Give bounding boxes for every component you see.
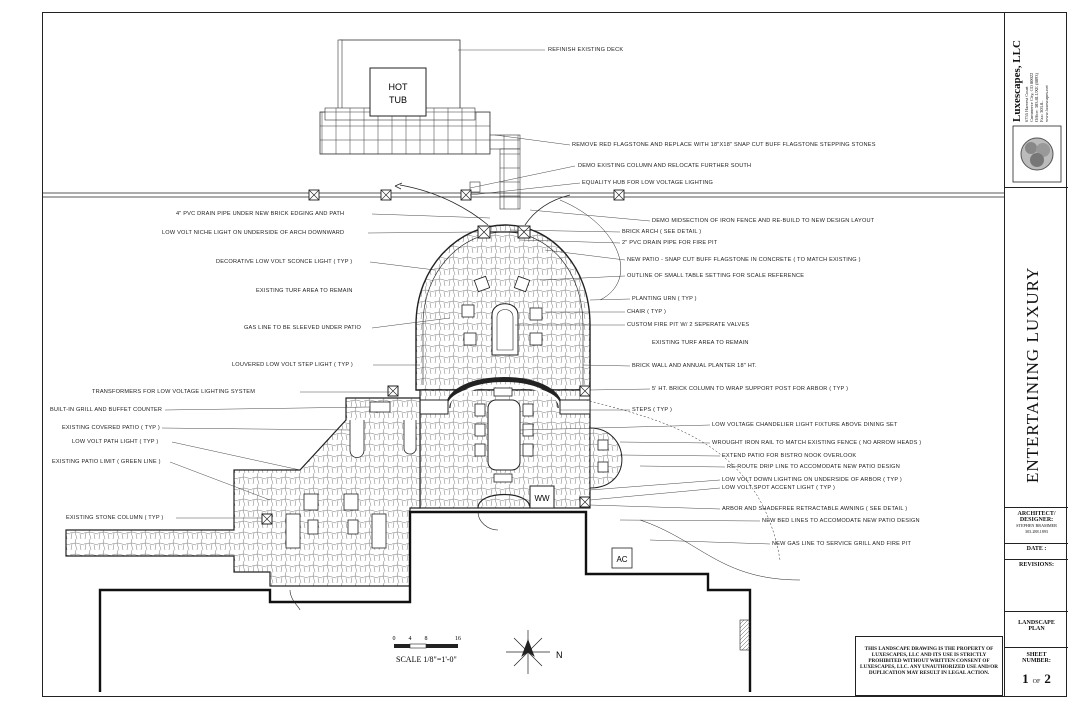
note-chair: CHAIR ( TYP )	[627, 309, 667, 315]
note-wrought-iron: WROUGHT IRON RAIL TO MATCH EXISTING FENC…	[712, 440, 922, 446]
architect-phone: 303.288.1893	[1024, 529, 1049, 534]
dome-patio	[415, 224, 591, 391]
date-label: DATE :	[1026, 546, 1047, 552]
note-stepping-stones: REMOVE RED FLAGSTONE AND REPLACE WITH 18…	[572, 142, 876, 148]
company-website: www.luxescapes.net	[1044, 85, 1049, 122]
note-grill: BUILT-IN GRILL AND BUFFET COUNTER	[50, 407, 163, 413]
hot-tub: HOT TUB	[369, 67, 427, 117]
scale-tick-0: 0	[393, 636, 396, 642]
note-equality-hub: EQUALITY HUB FOR LOW VOLTAGE LIGHTING	[582, 180, 714, 186]
note-gas-line: NEW GAS LINE TO SERVICE GRILL AND FIRE P…	[772, 541, 912, 547]
revisions-label: REVISIONS:	[1018, 562, 1054, 568]
disclaimer-text: THIS LANDSCAPE DRAWING IS THE PROPERTY O…	[859, 646, 999, 676]
note-chandelier: LOW VOLTAGE CHANDELIER LIGHT FIXTURE ABO…	[712, 422, 898, 428]
architect-label: ARCHITECT/ DESIGNER:	[1017, 511, 1056, 523]
note-spot-accent: LOW VOLT SPOT ACCENT LIGHT ( TYP )	[722, 485, 836, 491]
note-turf-right: EXISTING TURF AREA TO REMAIN	[652, 340, 749, 346]
note-patio-limit: EXISTING PATIO LIMIT ( GREEN LINE )	[52, 459, 161, 465]
note-brick-column: 5' HT. BRICK COLUMN TO WRAP SUPPORT POST…	[652, 386, 849, 392]
note-bed-lines: NEW BED LINES TO ACCOMODATE NEW PATIO DE…	[762, 518, 920, 524]
drain-pipe-line	[399, 184, 489, 226]
note-down-lighting: LOW VOLT DOWN LIGHTING ON UNDERSIDE OF A…	[722, 477, 902, 483]
note-gas-line-sleeved: GAS LINE TO BE SLEEVED UNDER PATIO	[244, 325, 362, 331]
note-drip-line: RE-ROUTE DRIP LINE TO ACCOMODATE NEW PAT…	[727, 464, 900, 470]
note-new-patio: NEW PATIO - SNAP CUT BUFF FLAGSTONE IN C…	[627, 257, 861, 263]
drawing-sheet	[42, 12, 1067, 697]
note-refinish-deck: REFINISH EXISTING DECK	[548, 47, 624, 53]
sheet-title-block: LANDSCAPE PLAN	[1005, 612, 1068, 648]
iron-fence	[42, 189, 1004, 201]
leader-lines-right	[458, 49, 771, 545]
ac-label: AC	[616, 555, 627, 564]
note-path-light: LOW VOLT PATH LIGHT ( TYP )	[72, 439, 159, 445]
note-table-outline: OUTLINE OF SMALL TABLE SETTING FOR SCALE…	[627, 273, 805, 279]
leader-lines-left	[161, 213, 491, 519]
architect-block: ARCHITECT/ DESIGNER: STEPHEN BRAMMER 303…	[1005, 508, 1068, 544]
note-demo-column: DEMO EXISTING COLUMN AND RELOCATE FURTHE…	[578, 163, 752, 169]
hot-tub-label-2: TUB	[389, 95, 407, 105]
note-stone-column: EXISTING STONE COLUMN ( TYP )	[66, 515, 164, 521]
sheet-number-label: SHEET NUMBER:	[1022, 652, 1051, 664]
scale-label: SCALE 1/8"=1'-0"	[396, 655, 457, 664]
stepping-stones	[469, 134, 521, 210]
north-arrow	[506, 630, 550, 674]
note-step-light: LOUVERED LOW VOLT STEP LIGHT ( TYP )	[232, 362, 353, 368]
note-fire-pit: CUSTOM FIRE PIT W/ 2 SEPERATE VALVES	[627, 322, 750, 328]
north-label: N	[556, 650, 563, 660]
note-drain-pipe-fire-pit: 2" PVC DRAIN PIPE FOR FIRE PIT	[622, 240, 718, 246]
revisions-block: REVISIONS:	[1005, 560, 1068, 612]
note-brick-arch: BRICK ARCH ( SEE DETAIL )	[622, 229, 702, 235]
note-demo-fence: DEMO MIDSECTION OF IRON FENCE AND RE-BUI…	[652, 218, 875, 224]
note-bistro-nook: EXTEND PATIO FOR BISTRO NOOK OVERLOOK	[722, 453, 857, 459]
scale-tick-8: 8	[425, 636, 428, 642]
note-steps: STEPS ( TYP )	[632, 407, 673, 413]
note-planting-urn: PLANTING URN ( TYP )	[632, 296, 697, 302]
scale-tick-4: 4	[409, 636, 412, 642]
project-title: ENTERTAINING LUXURY	[1023, 266, 1042, 483]
hot-tub-label-1: HOT	[389, 82, 409, 92]
sheet-number: 1	[1022, 671, 1029, 686]
sheet-of: OF	[1032, 679, 1041, 685]
note-drain-pipe-brick: 4" PVC DRAIN PIPE UNDER NEW BRICK EDGING…	[176, 211, 345, 217]
note-turf-left: EXISTING TURF AREA TO REMAIN	[256, 288, 353, 294]
date-block: DATE :	[1005, 544, 1068, 560]
scale-bar: 0 4 8 16 SCALE 1/8"=1'-0"	[393, 636, 462, 664]
note-covered-patio: EXISTING COVERED PATIO ( TYP )	[62, 425, 160, 431]
note-sconce-light: DECORATIVE LOW VOLT SCONCE LIGHT ( TYP )	[216, 259, 353, 265]
ww-label: WW	[534, 494, 550, 503]
left-patio	[65, 397, 421, 587]
bistro-nook	[589, 427, 623, 489]
company-logo	[1012, 125, 1062, 183]
architect-name: STEPHEN BRAMMER	[1016, 523, 1057, 528]
company-name: Luxescapes, LLC	[1011, 40, 1023, 122]
project-title-block: ENTERTAINING LUXURY	[1005, 188, 1068, 508]
disclaimer-block: THIS LANDSCAPE DRAWING IS THE PROPERTY O…	[855, 636, 1003, 696]
note-niche-light: LOW VOLT NICHE LIGHT ON UNDERSIDE OF ARC…	[162, 230, 345, 236]
note-arbor-awning: ARBOR AND SHADEFREE RETRACTABLE AWNING (…	[722, 506, 908, 512]
house-outline: AC	[98, 510, 752, 692]
sheet-title: LANDSCAPE PLAN	[1018, 620, 1055, 632]
note-transformers: TRANSFORMERS FOR LOW VOLTAGE LIGHTING SY…	[92, 389, 256, 395]
scale-tick-16: 16	[455, 636, 461, 642]
sheet-number-block: SHEET NUMBER: 1 OF 2	[1005, 648, 1068, 697]
company-block: Luxescapes, LLC 6755 Harvest Court Comme…	[1005, 12, 1068, 188]
title-block: Luxescapes, LLC 6755 Harvest Court Comme…	[1004, 12, 1068, 697]
note-brick-wall: BRICK WALL AND ANNUAL PLANTER 18" HT.	[632, 363, 757, 369]
sheet-total: 2	[1044, 671, 1051, 686]
